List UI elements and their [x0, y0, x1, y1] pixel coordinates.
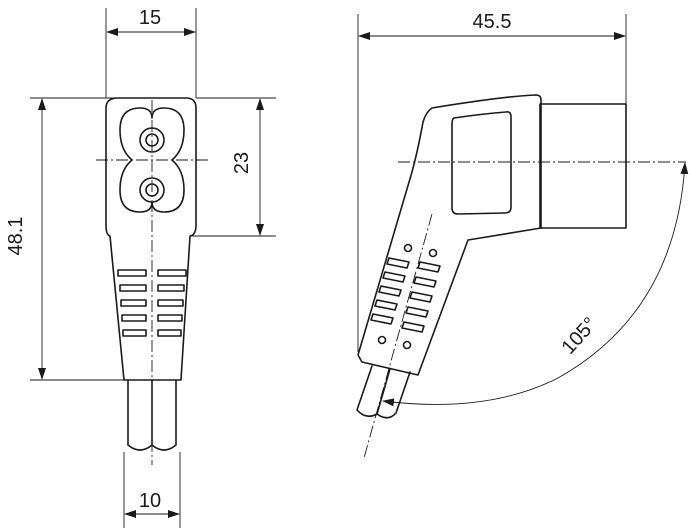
front-view: 15 48.1 23 10 — [5, 7, 276, 528]
side-angle-label: 105° — [558, 313, 602, 358]
side-recess — [451, 111, 512, 215]
side-view: 45.5 105° — [356, 11, 689, 459]
side-length-dimension: 45.5 — [357, 11, 627, 352]
front-socket-span-label: 23 — [231, 152, 253, 174]
side-length-label: 45.5 — [473, 11, 512, 33]
front-grip-ribs — [117, 269, 187, 337]
side-cable — [356, 365, 411, 419]
front-plug-body — [105, 97, 197, 381]
side-vent-dots — [377, 243, 438, 350]
front-cable-width-dimension: 10 — [123, 452, 181, 528]
front-socket-outline — [119, 107, 185, 213]
front-height-label: 48.1 — [5, 217, 27, 256]
side-centerline-axis — [363, 213, 433, 459]
side-plug-body — [357, 94, 542, 376]
front-height-dimension: 48.1 — [5, 97, 124, 381]
front-width-dimension: 15 — [105, 7, 197, 98]
front-cable-width-label: 10 — [139, 490, 161, 512]
front-socket-span-dimension: 23 — [190, 97, 276, 237]
front-width-label: 15 — [139, 7, 161, 29]
side-angle-dimension: 105° — [382, 162, 689, 407]
side-grip-ribs — [370, 257, 441, 333]
side-socket-box — [539, 103, 627, 229]
